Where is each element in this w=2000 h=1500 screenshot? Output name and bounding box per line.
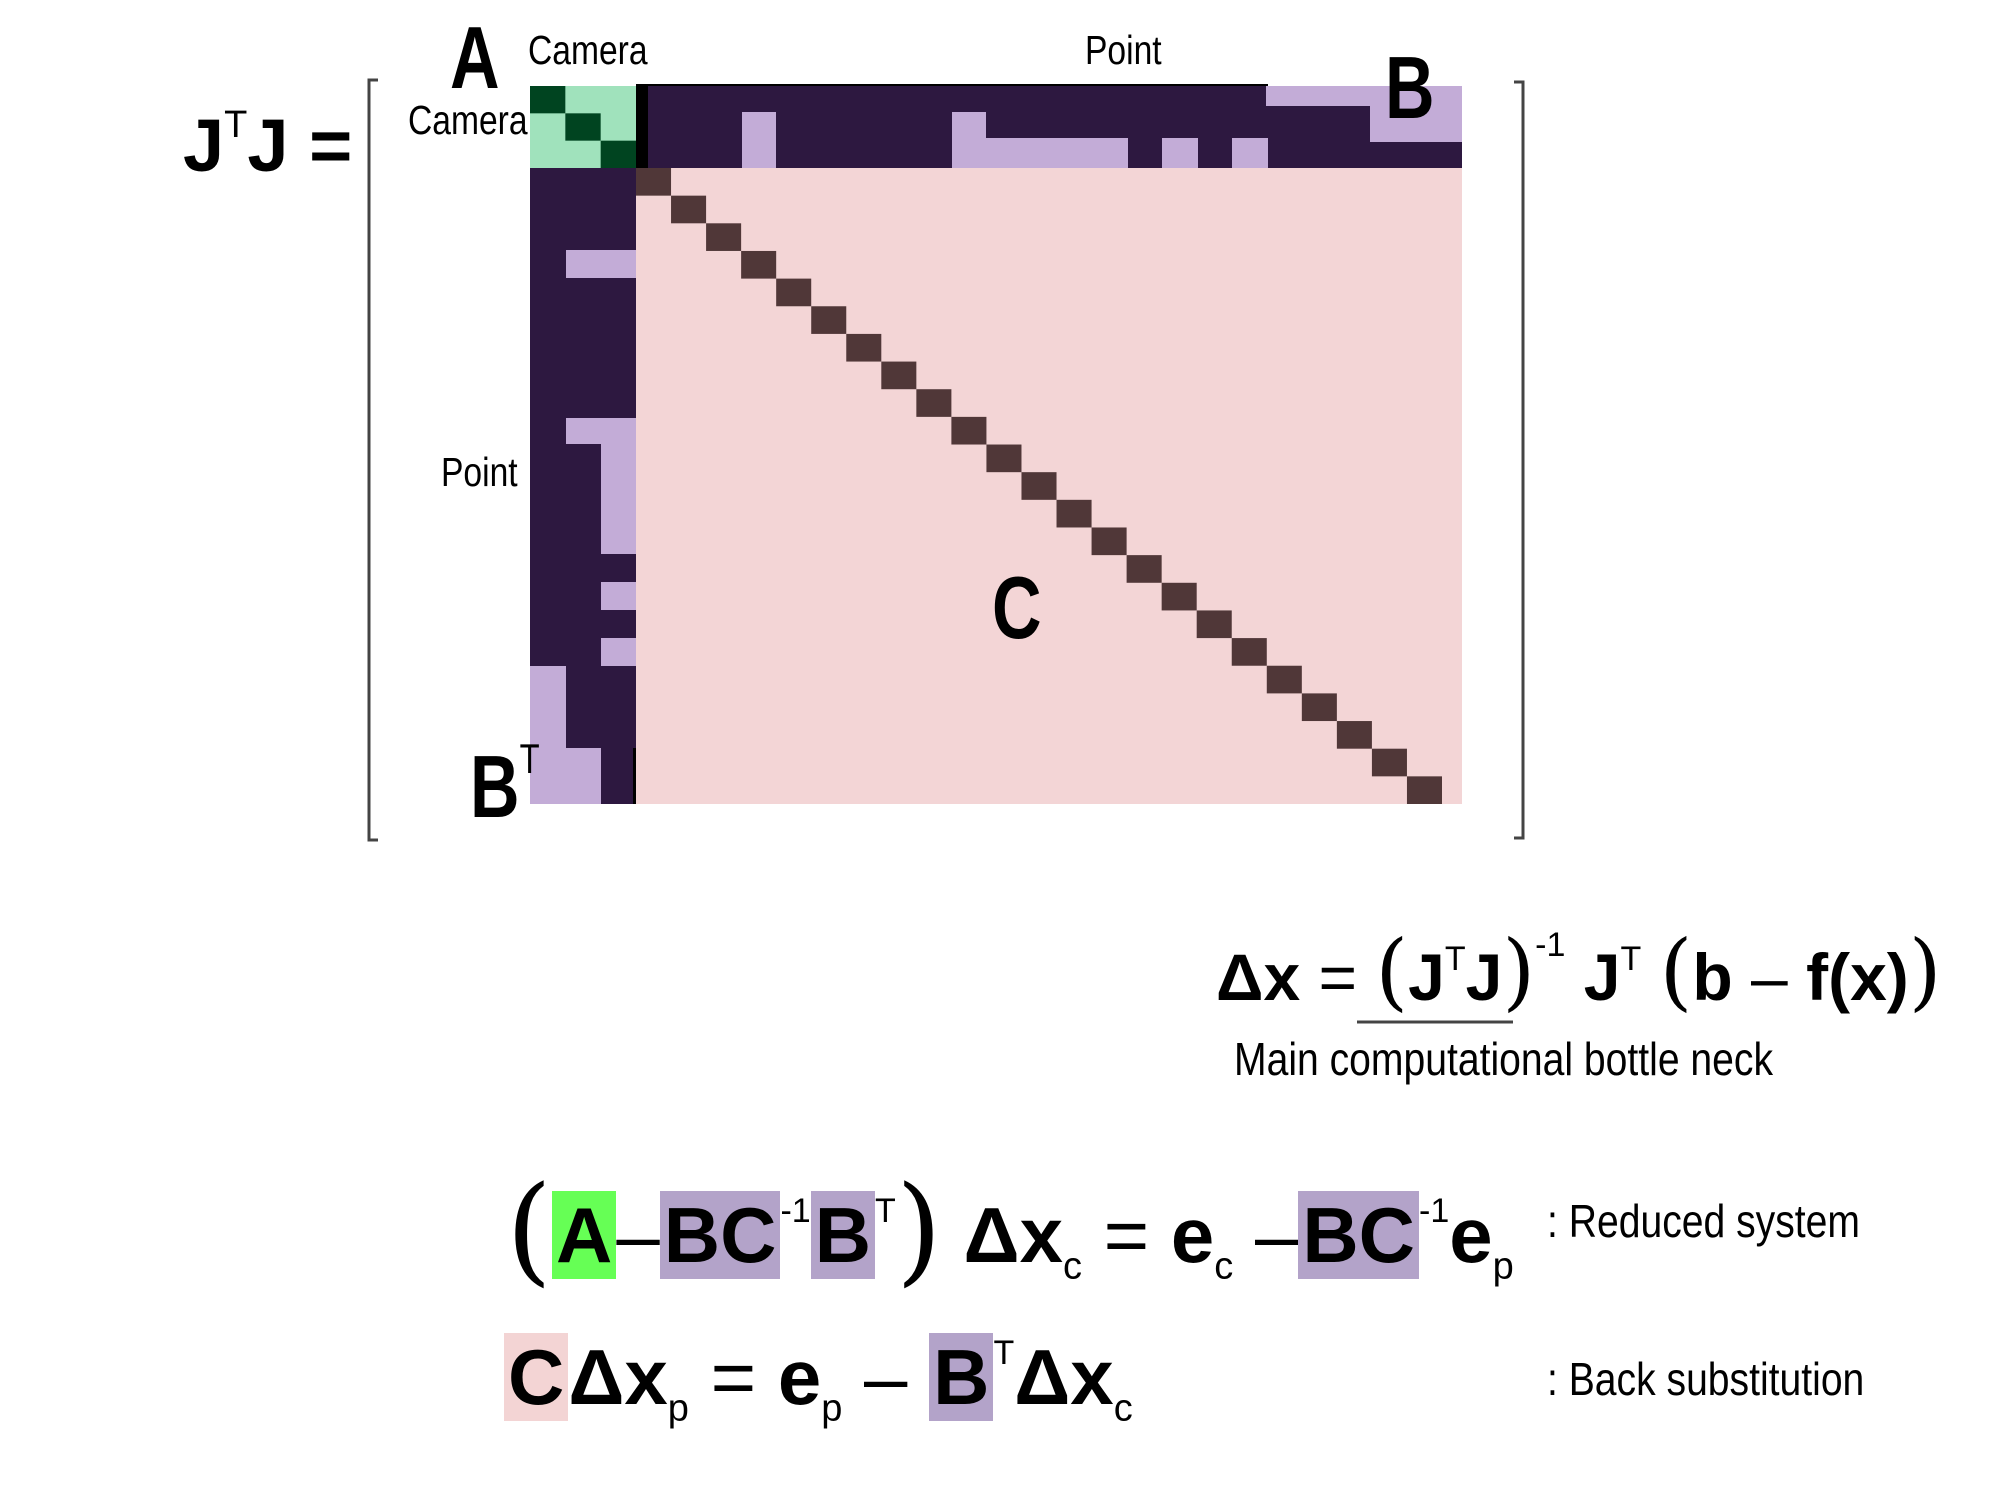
point-diagonal-cell: [881, 361, 917, 390]
left-bracket: [367, 78, 378, 842]
point-diagonal-cell: [1056, 499, 1092, 528]
bottleneck-caption: Main computational bottle neck: [1234, 1033, 1774, 1085]
block-bt-sparse: [601, 444, 636, 554]
block-bt-sparse: [566, 250, 636, 278]
camera-diagonal-cell: [600, 140, 636, 168]
point-diagonal-cell: [951, 416, 987, 445]
point-diagonal-cell: [1371, 748, 1407, 777]
point-diagonal-cell: [986, 444, 1022, 473]
point-diagonal-cell: [916, 389, 952, 417]
block-a-label: A: [450, 8, 500, 107]
col-label-camera: Camera: [528, 27, 648, 73]
point-diagonal-cell: [1406, 776, 1442, 804]
point-diagonal-cell: [1021, 472, 1057, 500]
block-c-label: C: [992, 558, 1042, 657]
update-equation: Δx = (JTJ)-1 JT (b – f(x)): [1216, 922, 1942, 1020]
block-b-left-edge: [636, 86, 648, 168]
block-bt-sparse: [566, 748, 601, 804]
row-label-point: Point: [441, 449, 518, 495]
point-diagonal-cell: [1301, 693, 1337, 722]
block-bt-label: BT: [470, 735, 540, 836]
point-diagonal-cell: [1196, 610, 1232, 639]
point-diagonal-cell: [636, 168, 672, 196]
block-b-sparse: [952, 138, 1128, 168]
point-diagonal-cell: [1231, 638, 1267, 666]
point-diagonal-cell: [706, 223, 742, 251]
block-b-label: B: [1385, 38, 1435, 137]
camera-diagonal-cell: [530, 86, 566, 114]
point-diagonal-cell: [671, 195, 707, 224]
point-diagonal-cell: [1161, 582, 1197, 611]
block-b-top-edge: [636, 84, 1268, 86]
point-diagonal-cell: [776, 278, 812, 307]
block-b-sparse: [1232, 138, 1268, 168]
block-b-sparse: [1162, 138, 1198, 168]
block-bt-right-edge: [633, 748, 636, 804]
block-bt-sparse: [566, 418, 636, 444]
point-diagonal-cell: [811, 306, 847, 334]
block-b-sparse: [1370, 86, 1462, 142]
point-diagonal-cell: [741, 250, 777, 279]
block-bt-sparse: [601, 638, 636, 666]
reduced-system-label: : Reduced system: [1547, 1195, 1860, 1247]
block-b-sparse: [742, 112, 776, 168]
back-substitution-label: : Back substitution: [1547, 1353, 1865, 1405]
right-bracket: [1514, 80, 1525, 840]
block-b-sparse: [952, 112, 986, 138]
point-diagonal-cell: [1266, 665, 1302, 694]
block-bt-sparse: [530, 666, 566, 804]
point-diagonal-cell: [846, 333, 882, 362]
block-bt-sparse: [601, 582, 636, 610]
point-diagonal-cell: [1091, 527, 1127, 556]
point-diagonal-cell: [1336, 721, 1372, 749]
point-diagonal-cell: [1126, 555, 1162, 583]
row-label-camera: Camera: [408, 97, 528, 143]
camera-diagonal-cell: [565, 113, 601, 141]
jtj-lhs: JTJ =: [183, 104, 353, 187]
col-label-point: Point: [1085, 27, 1162, 73]
